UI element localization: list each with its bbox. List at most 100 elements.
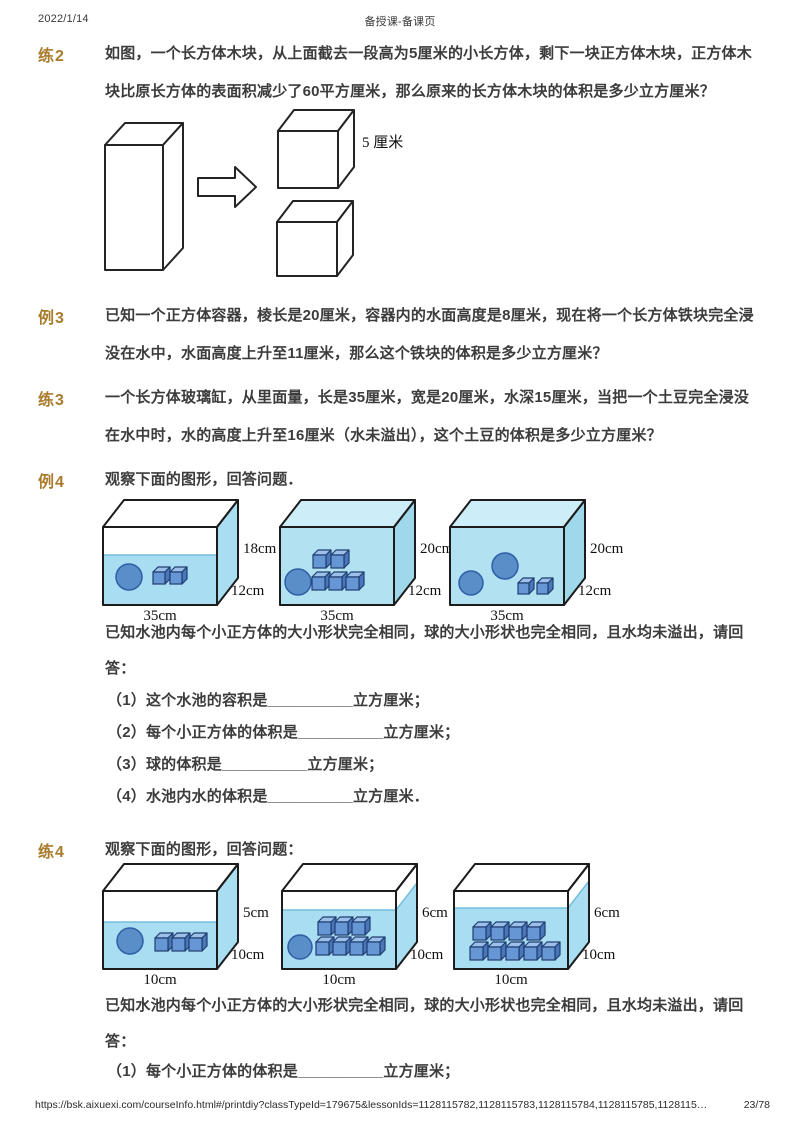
tank-top-face xyxy=(280,500,415,527)
tank-depth-label: 10cm xyxy=(582,947,616,963)
tank-top-face xyxy=(103,500,238,527)
block-cutting-figure: 5 厘米 xyxy=(95,103,515,288)
tank-side-face xyxy=(217,864,238,969)
remaining-cube xyxy=(276,200,354,277)
tank-depth-label: 12cm xyxy=(231,583,265,599)
rectangular-prism xyxy=(104,122,184,271)
tank-side-face xyxy=(394,500,415,605)
small-cube xyxy=(152,566,171,585)
small-cube xyxy=(154,932,174,952)
small-cube xyxy=(334,916,354,936)
small-cube xyxy=(526,921,546,941)
small-cube xyxy=(487,941,507,961)
tank-figure-lian4-3: 6cm 10cm 10cm xyxy=(452,862,630,994)
small-cube xyxy=(349,936,369,956)
footer-url: https://bsk.aixuexi.com/courseInfo.html#… xyxy=(35,1099,708,1111)
intro-text-line: 已知水池内每个小正方体的大小形状完全相同，球的大小形状也完全相同，且水均未溢出，… xyxy=(105,997,744,1014)
tank-drawing xyxy=(449,499,586,606)
tank-figure-ex4-2: 20cm 12cm 35cm xyxy=(278,498,456,630)
tank-height-label: 6cm xyxy=(422,905,448,921)
intro-text-line: 已知水池内每个小正方体的大小形状完全相同，球的大小形状也完全相同，且水均未溢出，… xyxy=(105,624,744,641)
small-cube xyxy=(188,932,208,952)
section-label-lian3: 练3 xyxy=(38,392,65,409)
tank-top-face xyxy=(103,864,238,891)
small-cube xyxy=(541,941,561,961)
question-item: （2）每个小正方体的体积是__________立方厘米； xyxy=(107,724,460,741)
tank-width-label: 10cm xyxy=(143,972,177,988)
sphere xyxy=(287,934,313,960)
problem-text-line: 块比原长方体的表面积减少了60平方厘米，那么原来的长方体木块的体积是多少立方厘米… xyxy=(105,83,715,100)
problem-heading: 观察下面的图形，回答问题． xyxy=(105,471,303,488)
problem-heading: 观察下面的图形，回答问题： xyxy=(105,841,303,858)
arrow-right-icon xyxy=(197,166,257,208)
tank-width-label: 35cm xyxy=(320,608,354,624)
cut-small-cube xyxy=(277,109,355,189)
small-cube xyxy=(330,549,350,569)
tank-outline xyxy=(281,890,397,970)
tank-top-face xyxy=(282,864,417,891)
tank-figure-lian4-1: 5cm 10cm 10cm xyxy=(101,862,279,994)
small-cube xyxy=(332,936,352,956)
page-title: 备授课-备课页 xyxy=(364,16,436,28)
problem-text-line: 已知一个正方体容器，棱长是20厘米，容器内的水面高度是8厘米，现在将一个长方体铁… xyxy=(105,307,754,324)
small-cube xyxy=(505,941,525,961)
water-line xyxy=(567,880,590,909)
small-cube xyxy=(345,571,365,591)
tank-outline xyxy=(279,526,395,606)
problem-text-line: 如图，一个长方体木块，从上面截去一段高为5厘米的小长方体，剩下一块正方体木块，正… xyxy=(105,45,752,62)
tank-drawing xyxy=(281,863,418,970)
tank-outline xyxy=(453,890,569,970)
small-cube xyxy=(472,921,492,941)
intro-text-line: 答： xyxy=(105,660,136,677)
small-cube xyxy=(171,932,191,952)
tank-side-face xyxy=(564,500,585,605)
section-label-li3: 例3 xyxy=(38,310,65,327)
question-item: （4）水池内水的体积是__________立方厘米． xyxy=(107,788,429,805)
problem-text-line: 在水中时，水的高度上升至16厘米（水未溢出），这个土豆的体积是多少立方厘米？ xyxy=(105,427,662,444)
tank-depth-label: 12cm xyxy=(408,583,442,599)
sphere xyxy=(115,563,143,591)
small-cube xyxy=(315,936,335,956)
tank-height-label: 20cm xyxy=(590,541,624,557)
problem-text-line: 没在水中，水面高度上升至11厘米，那么这个铁块的体积是多少立方厘米？ xyxy=(105,345,608,362)
question-item: （3）球的体积是__________立方厘米； xyxy=(107,756,384,773)
tank-figure-ex4-1: 18cm 12cm 35cm xyxy=(101,498,279,630)
tank-drawing xyxy=(102,863,239,970)
intro-text-line: 答： xyxy=(105,1033,136,1050)
block-cutting-drawing xyxy=(104,109,355,277)
tank-side-face xyxy=(217,500,238,605)
sphere xyxy=(284,568,312,596)
sphere xyxy=(491,552,519,580)
small-cube xyxy=(351,916,371,936)
small-cube xyxy=(317,916,337,936)
small-cube xyxy=(523,941,543,961)
small-cube xyxy=(469,941,489,961)
tank-height-label: 5cm xyxy=(243,905,269,921)
tank-width-label: 35cm xyxy=(490,608,524,624)
tank-top-face xyxy=(450,500,585,527)
tank-drawing xyxy=(453,863,590,970)
tank-width-label: 10cm xyxy=(494,972,528,988)
tank-drawing xyxy=(279,499,416,606)
tank-depth-label: 12cm xyxy=(578,583,612,599)
tank-outline xyxy=(449,526,565,606)
tank-height-label: 20cm xyxy=(420,541,454,557)
section-label-lian2: 练2 xyxy=(38,48,65,65)
sphere xyxy=(116,927,144,955)
small-cube xyxy=(328,571,348,591)
tank-depth-label: 10cm xyxy=(410,947,444,963)
footer-page-number: 23/78 xyxy=(743,1099,770,1111)
tank-figure-ex4-3: 20cm 12cm 35cm xyxy=(448,498,626,630)
small-cube xyxy=(536,577,554,595)
cut-height-label: 5 厘米 xyxy=(362,135,404,151)
tank-outline xyxy=(102,526,218,606)
tank-height-label: 6cm xyxy=(594,905,620,921)
tank-figure-lian4-2: 6cm 10cm 10cm xyxy=(280,862,458,994)
question-item: （1）每个小正方体的体积是__________立方厘米； xyxy=(107,1063,460,1080)
small-cube xyxy=(508,921,528,941)
tank-width-label: 35cm xyxy=(143,608,177,624)
section-label-li4: 例4 xyxy=(38,474,65,491)
small-cube xyxy=(517,577,535,595)
section-label-lian4: 练4 xyxy=(38,844,65,861)
